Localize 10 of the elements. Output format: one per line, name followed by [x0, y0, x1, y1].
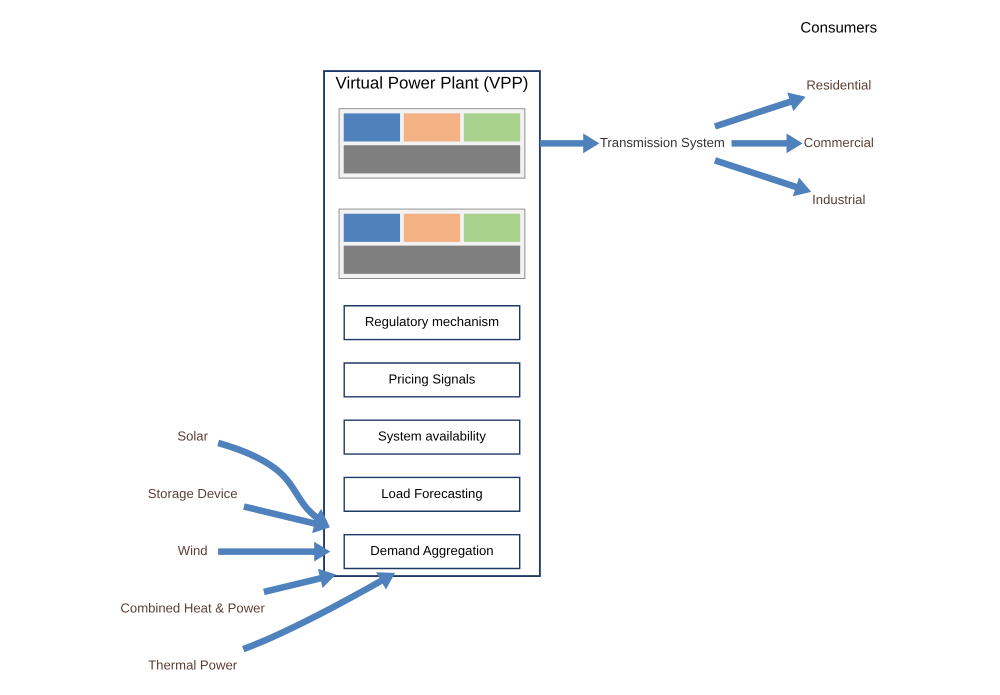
node-text: Solar [177, 428, 208, 444]
node-text: Wind [178, 543, 208, 558]
node-text: Residential [806, 78, 872, 93]
node-text: Thermal Power [148, 658, 238, 673]
node-text: Industrial [812, 192, 866, 208]
label: Consumers [800, 19, 878, 36]
node-text: Combined Heat & Power [120, 600, 265, 616]
node-text: Storage Device [148, 486, 238, 501]
node-text: Transmission System [600, 134, 725, 150]
node-text: Commercial [804, 134, 874, 150]
